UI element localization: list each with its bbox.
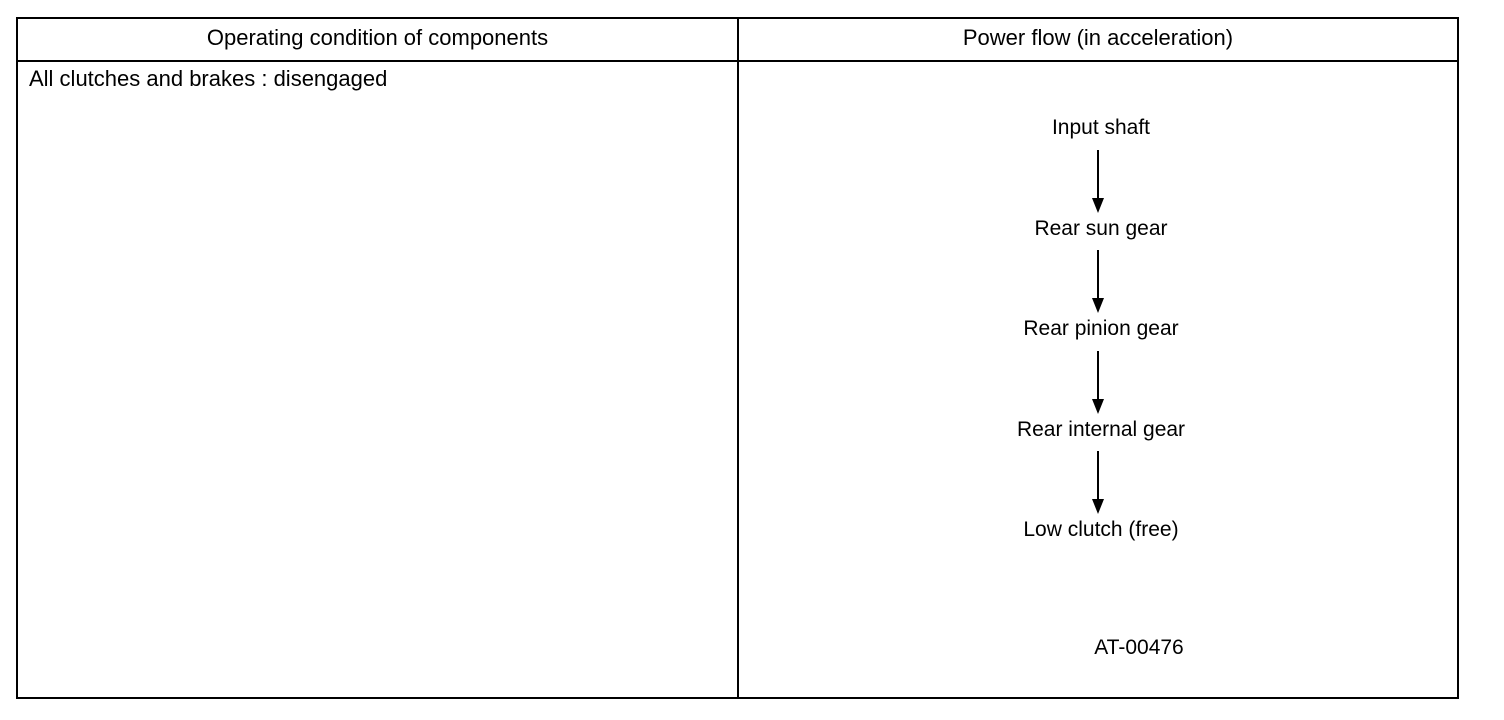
flow-step-rear-pinion-gear: Rear pinion gear — [1023, 317, 1179, 340]
header-operating-condition: Operating condition of components — [206, 25, 549, 50]
operating-condition-text: All clutches and brakes : disengaged — [29, 66, 388, 91]
flow-step-input-shaft: Input shaft — [1051, 116, 1151, 139]
down-arrow-icon — [1092, 250, 1104, 313]
down-arrow-icon — [1092, 451, 1104, 514]
power-flow-diagram: Input shaft Rear sun gear Rear pinion ge… — [739, 62, 1457, 697]
header-divider — [18, 60, 1457, 62]
column-divider — [737, 19, 739, 697]
power-flow-table: Operating condition of components Power … — [16, 17, 1459, 699]
down-arrow-icon — [1092, 351, 1104, 414]
flow-step-low-clutch: Low clutch (free) — [1023, 518, 1179, 541]
header-power-flow: Power flow (in acceleration) — [962, 25, 1234, 50]
down-arrow-icon — [1092, 150, 1104, 213]
figure-code: AT-00476 — [1094, 636, 1184, 659]
flow-step-rear-internal-gear: Rear internal gear — [1016, 418, 1186, 441]
flow-step-rear-sun-gear: Rear sun gear — [1034, 217, 1168, 240]
